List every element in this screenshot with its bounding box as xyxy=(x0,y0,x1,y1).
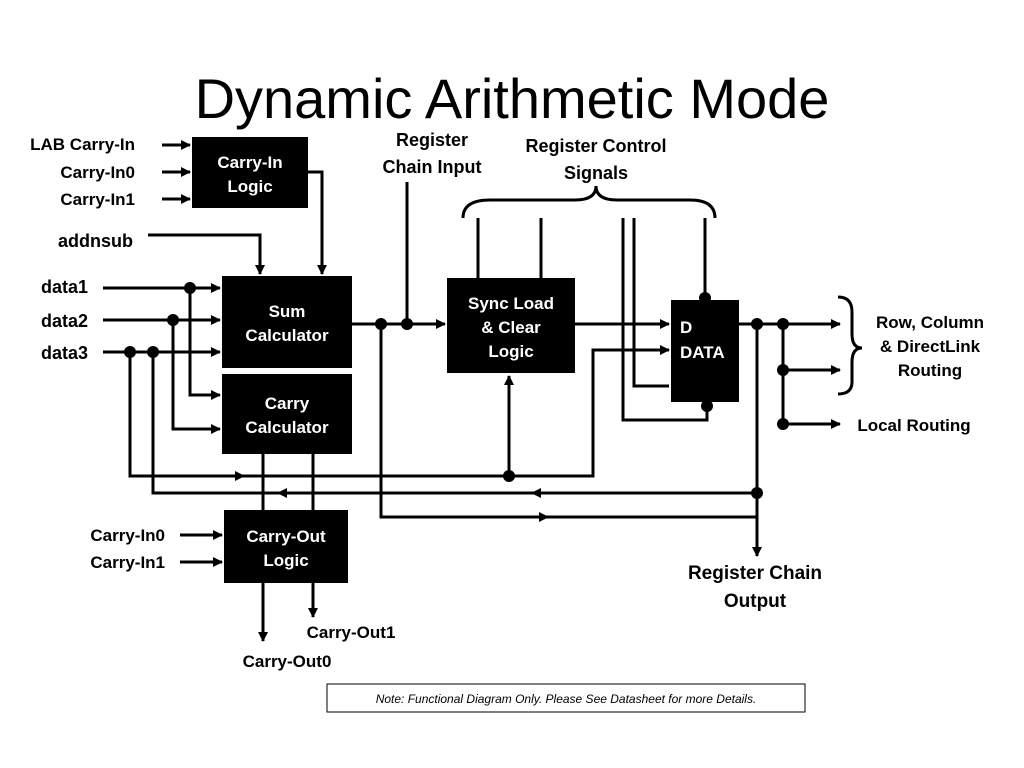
carry-out0-label: Carry-Out0 xyxy=(243,652,332,671)
carry-in1-top-label: Carry-In1 xyxy=(60,190,135,209)
svg-text:Carry-In: Carry-In xyxy=(217,153,282,172)
note-box: Note: Functional Diagram Only. Please Se… xyxy=(326,683,806,713)
svg-text:Logic: Logic xyxy=(488,342,533,361)
page-title: Dynamic Arithmetic Mode xyxy=(195,67,830,130)
carry-in1-bottom-label: Carry-In1 xyxy=(90,553,165,572)
data1-label: data1 xyxy=(41,277,88,297)
routing-label-line2: & DirectLink xyxy=(880,337,981,356)
register-chain-input-label: Register xyxy=(396,130,468,150)
svg-text:Sync Load: Sync Load xyxy=(468,294,554,313)
junction-dots xyxy=(124,282,789,499)
svg-text:& Clear: & Clear xyxy=(481,318,541,337)
carry-in-logic-block: Carry-In Logic xyxy=(192,137,308,208)
svg-text:Calculator: Calculator xyxy=(245,418,329,437)
svg-text:D: D xyxy=(680,318,692,337)
data2-label: data2 xyxy=(41,311,88,331)
local-routing-label: Local Routing xyxy=(857,416,970,435)
svg-text:Carry-Out: Carry-Out xyxy=(246,527,326,546)
carry-calculator-block: Carry Calculator xyxy=(222,374,352,454)
data3-label: data3 xyxy=(41,343,88,363)
register-control-signals-label-line2: Signals xyxy=(564,163,628,183)
sync-load-clear-block: Sync Load & Clear Logic xyxy=(447,278,575,373)
routing-label-line3: Routing xyxy=(898,361,962,380)
svg-text:Carry: Carry xyxy=(265,394,310,413)
sum-calculator-block: Sum Calculator xyxy=(222,276,352,368)
carry-in0-bottom-label: Carry-In0 xyxy=(90,526,165,545)
carry-out1-label: Carry-Out1 xyxy=(307,623,396,642)
addnsub-label: addnsub xyxy=(58,231,133,251)
carry-out-logic-block: Carry-Out Logic xyxy=(224,510,348,583)
routing-label: Row, Column xyxy=(876,313,984,332)
register-chain-input-label-line2: Chain Input xyxy=(383,157,482,177)
svg-text:Sum: Sum xyxy=(269,302,306,321)
register-chain-output-label: Register Chain xyxy=(688,563,822,584)
register-chain-output-label-line2: Output xyxy=(724,591,787,612)
svg-text:Calculator: Calculator xyxy=(245,326,329,345)
register-control-signals-label: Register Control xyxy=(525,136,666,156)
register-block: D DATA xyxy=(671,300,739,402)
lab-carry-in-label: LAB Carry-In xyxy=(30,135,135,154)
svg-text:Logic: Logic xyxy=(227,177,272,196)
svg-text:Logic: Logic xyxy=(263,551,308,570)
svg-text:DATA: DATA xyxy=(680,343,725,362)
carry-in0-top-label: Carry-In0 xyxy=(60,163,135,182)
wires xyxy=(103,140,863,642)
svg-text:Note: Functional Diagram Only: Note: Functional Diagram Only. Please Se… xyxy=(376,692,757,706)
